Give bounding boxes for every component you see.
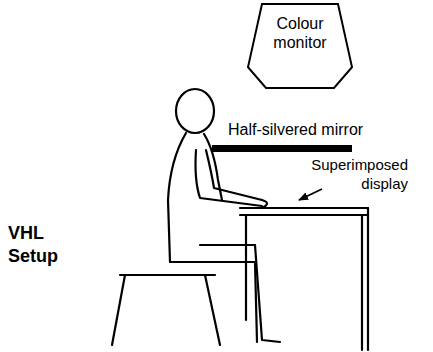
monitor-shape: Colour monitor — [246, 2, 354, 90]
pointer-arrow — [299, 189, 322, 200]
part-label: Superimposed display — [300, 155, 408, 193]
figure-title: VHL Setup — [8, 222, 78, 268]
mirror-bar — [212, 145, 352, 152]
part-label: Half-silvered mirror — [228, 120, 428, 140]
monitor-label: Colour monitor — [266, 14, 334, 52]
